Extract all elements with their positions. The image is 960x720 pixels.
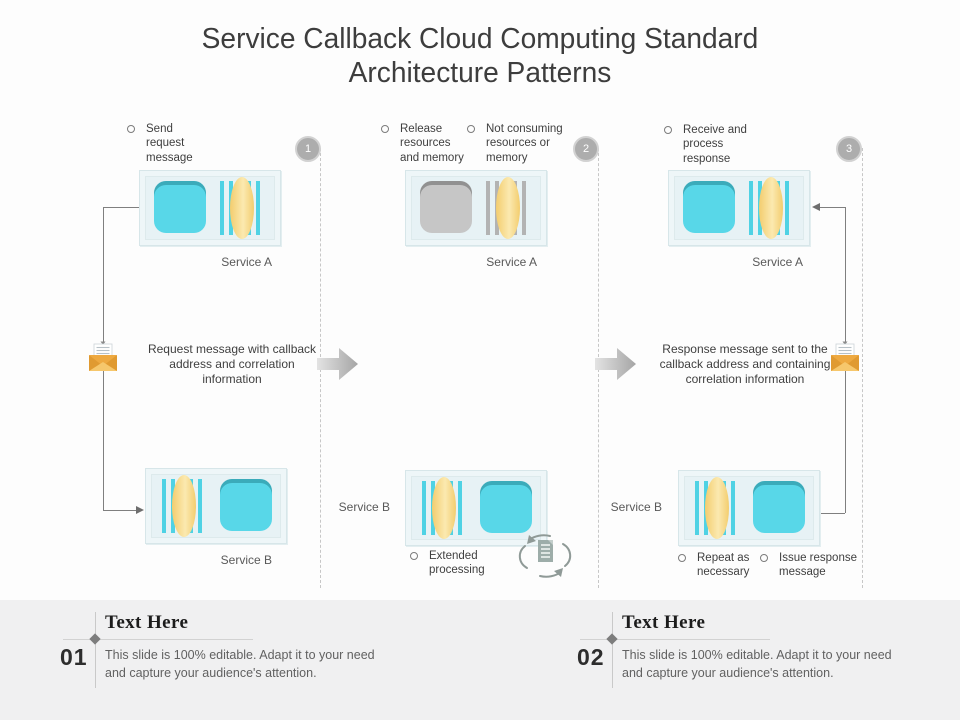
bullet-marker bbox=[127, 125, 135, 133]
service-b-server-box-step2 bbox=[405, 470, 547, 546]
server-ellipse-icon bbox=[496, 177, 520, 239]
bullet-release-resources: Release resources and memory bbox=[381, 122, 466, 165]
title-line-2: Architecture Patterns bbox=[348, 57, 612, 89]
bullet-marker bbox=[678, 554, 686, 562]
bullet-marker bbox=[760, 554, 768, 562]
connector-line bbox=[103, 510, 136, 511]
footer-band bbox=[0, 600, 960, 720]
bullet-send-request: Send request message bbox=[127, 122, 206, 165]
server-stripes-icon bbox=[695, 477, 739, 539]
bullet-extended-processing: Extended processing bbox=[410, 549, 511, 578]
service-a-label-step2: Service A bbox=[486, 255, 537, 269]
server-stripes-icon bbox=[162, 475, 206, 537]
column-divider-3 bbox=[862, 148, 863, 588]
footer-body-2: This slide is 100% editable. Adapt it to… bbox=[622, 648, 892, 680]
bullet-not-consuming: Not consuming resources or memory bbox=[467, 122, 578, 165]
server-stripes-icon bbox=[220, 177, 264, 239]
right-block-arrow-icon bbox=[317, 348, 358, 380]
service-b-label-step2: Service B bbox=[338, 500, 390, 514]
server-ellipse-icon bbox=[705, 477, 729, 539]
footer-body-1: This slide is 100% editable. Adapt it to… bbox=[105, 648, 375, 680]
server-ellipse-icon bbox=[230, 177, 254, 239]
server-stripes-icon bbox=[422, 477, 466, 539]
connector-arrowhead bbox=[812, 203, 820, 211]
server-disk-icon bbox=[480, 481, 532, 533]
server-ellipse-icon bbox=[172, 475, 196, 537]
footer-horizontal-line bbox=[63, 639, 253, 640]
service-a-label-step3: Service A bbox=[752, 255, 803, 269]
bullet-marker bbox=[467, 125, 475, 133]
request-message-text: Request message with callback address an… bbox=[147, 342, 317, 386]
footer-block-2: 02 Text Here This slide is 100% editable… bbox=[572, 600, 960, 710]
server-ellipse-icon bbox=[759, 177, 783, 239]
connector-line bbox=[103, 207, 139, 208]
footer-number-1: 01 bbox=[60, 644, 88, 670]
server-disk-icon bbox=[683, 181, 735, 233]
envelope-icon bbox=[831, 341, 859, 371]
server-stripes-icon bbox=[749, 177, 793, 239]
service-a-server-box-step2 bbox=[405, 170, 547, 246]
bullet-issue-response: Issue response message bbox=[760, 551, 874, 580]
connector-line bbox=[820, 207, 845, 208]
right-block-arrow-icon bbox=[595, 348, 636, 380]
envelope-icon bbox=[89, 341, 117, 371]
footer-title-2: Text Here bbox=[622, 612, 706, 633]
title-line-1: Service Callback Cloud Computing Standar… bbox=[201, 23, 759, 55]
bullet-repeat-necessary: Repeat as necessary bbox=[678, 551, 769, 580]
footer-vertical-line bbox=[612, 612, 613, 688]
service-a-label-step1: Service A bbox=[221, 255, 272, 269]
service-a-server-box-step1 bbox=[139, 170, 281, 246]
server-disk-icon bbox=[154, 181, 206, 233]
diamond-marker bbox=[606, 633, 618, 645]
bullet-marker bbox=[410, 552, 418, 560]
footer-vertical-line bbox=[95, 612, 96, 688]
server-ellipse-icon bbox=[432, 477, 456, 539]
service-b-label-step3: Service B bbox=[610, 500, 662, 514]
footer-title-1: Text Here bbox=[105, 612, 189, 633]
bullet-receive-process: Receive and process response bbox=[664, 123, 767, 166]
server-disk-icon bbox=[220, 479, 272, 531]
service-b-label-step1: Service B bbox=[220, 553, 272, 567]
response-message-text: Response message sent to the callback ad… bbox=[659, 342, 831, 386]
step-3-badge: 3 bbox=[836, 136, 862, 162]
bullet-marker bbox=[381, 125, 389, 133]
diamond-marker bbox=[89, 633, 101, 645]
connector-arrowhead bbox=[136, 506, 144, 514]
connector-line bbox=[818, 513, 845, 514]
server-disk-icon bbox=[420, 181, 472, 233]
server-stripes-icon bbox=[486, 177, 530, 239]
step-1-badge: 1 bbox=[295, 136, 321, 162]
footer-block-1: 01 Text Here This slide is 100% editable… bbox=[55, 600, 485, 710]
step-2-badge: 2 bbox=[573, 136, 599, 162]
server-disk-icon bbox=[753, 481, 805, 533]
service-a-server-box-step3 bbox=[668, 170, 810, 246]
refresh-processing-icon bbox=[518, 534, 572, 578]
service-b-server-box-step1 bbox=[145, 468, 287, 544]
footer-horizontal-line bbox=[580, 639, 770, 640]
page-title: Service Callback Cloud Computing Standar… bbox=[14, 22, 945, 90]
bullet-marker bbox=[664, 126, 672, 134]
service-b-server-box-step3 bbox=[678, 470, 820, 546]
footer-number-2: 02 bbox=[577, 644, 605, 670]
